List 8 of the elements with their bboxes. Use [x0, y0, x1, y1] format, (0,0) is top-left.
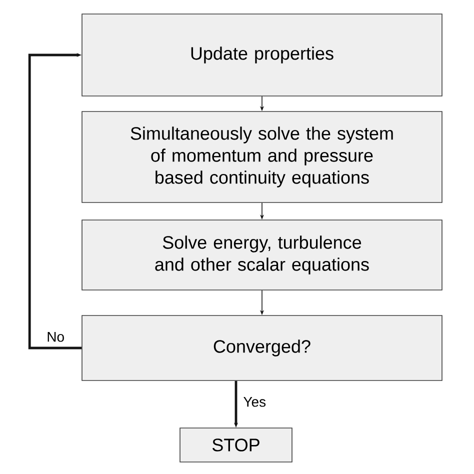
process-box: Converged?: [82, 315, 442, 381]
process-box: Solve energy, turbulence and other scalar equations: [82, 220, 442, 290]
edge-label: Yes: [242, 396, 268, 408]
edge-label: No: [46, 331, 66, 343]
arrow: [28, 52, 82, 350]
process-box: Update properties: [82, 14, 442, 96]
process-box: Simultaneously solve the system of momentum and pressure based continuity equations: [82, 111, 442, 203]
process-box: STOP: [180, 428, 292, 462]
